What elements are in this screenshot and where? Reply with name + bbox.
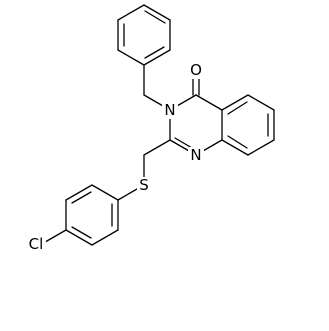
atom-label-N3: N (162, 101, 178, 119)
atom-label-O: O (188, 61, 204, 79)
bond-double-inner (71, 191, 92, 204)
bond (247, 139, 275, 156)
oxygen-label: O (190, 61, 202, 79)
bond (195, 94, 223, 111)
bond-double-inner (227, 101, 248, 115)
bond (117, 49, 145, 66)
sulfur-label: S (139, 176, 149, 194)
bond-c2-to-ch2 (143, 139, 171, 156)
bond (221, 94, 249, 111)
bond (143, 49, 171, 66)
bond-double-inner (144, 46, 165, 59)
bond-double-inner (144, 10, 166, 24)
chlorine-label: Cl (29, 235, 44, 253)
bond (143, 4, 171, 21)
bond-double-inner (174, 137, 193, 149)
chlorophenyl-ring (65, 184, 119, 246)
benzyl-phenyl-ring (117, 4, 171, 66)
atom-label-Cl: Cl (24, 235, 46, 254)
nitrogen-3-label: N (164, 101, 175, 119)
atom-label-N1: N (188, 146, 204, 164)
bond (247, 94, 275, 111)
bond (65, 229, 93, 246)
atom-label-S: S (137, 176, 152, 194)
fused-benzene-ring (221, 94, 275, 156)
bond (117, 4, 145, 21)
bond-double-inner (71, 226, 92, 239)
bond (91, 184, 119, 201)
bond-double-inner (227, 135, 248, 149)
bond (65, 184, 93, 201)
bond (91, 229, 119, 246)
nitrogen-1-label: N (190, 146, 201, 164)
bond (221, 139, 249, 156)
